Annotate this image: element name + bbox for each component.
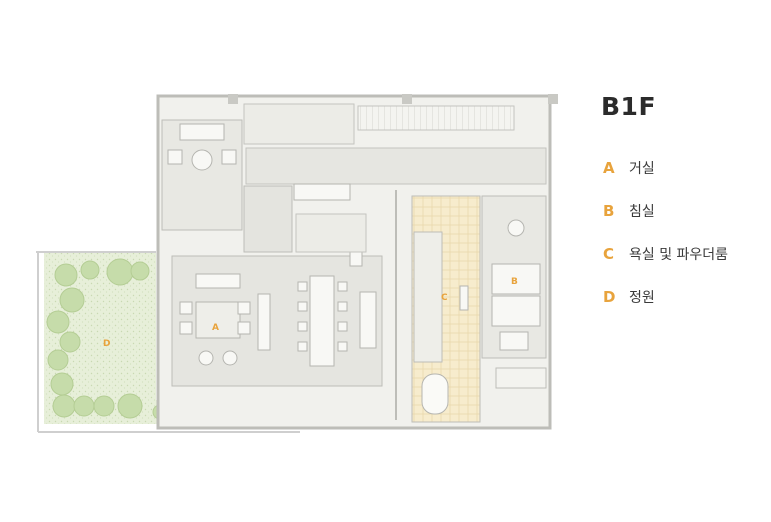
legend-label: 정원 xyxy=(629,290,655,306)
legend-item-c: C 욕실 및 파우더룸 xyxy=(603,244,728,264)
legend-label: 욕실 및 파우더룸 xyxy=(629,247,729,263)
legend-label: 침실 xyxy=(629,204,655,220)
legend-item-a: A 거실 xyxy=(603,158,655,178)
legend-key: D xyxy=(603,288,616,306)
legend-item-b: B 침실 xyxy=(603,201,655,221)
legend-key: C xyxy=(603,245,615,263)
floor-title: B1F xyxy=(601,92,657,121)
legend-item-d: D 정원 xyxy=(603,287,655,307)
zone-marker-c: C xyxy=(441,293,448,303)
zone-marker-a: A xyxy=(212,323,219,333)
legend-key: A xyxy=(603,159,615,177)
legend-key: B xyxy=(603,202,615,220)
zone-marker-d: D xyxy=(103,339,110,349)
legend-label: 거실 xyxy=(629,161,655,177)
zone-marker-b: B xyxy=(511,277,518,287)
